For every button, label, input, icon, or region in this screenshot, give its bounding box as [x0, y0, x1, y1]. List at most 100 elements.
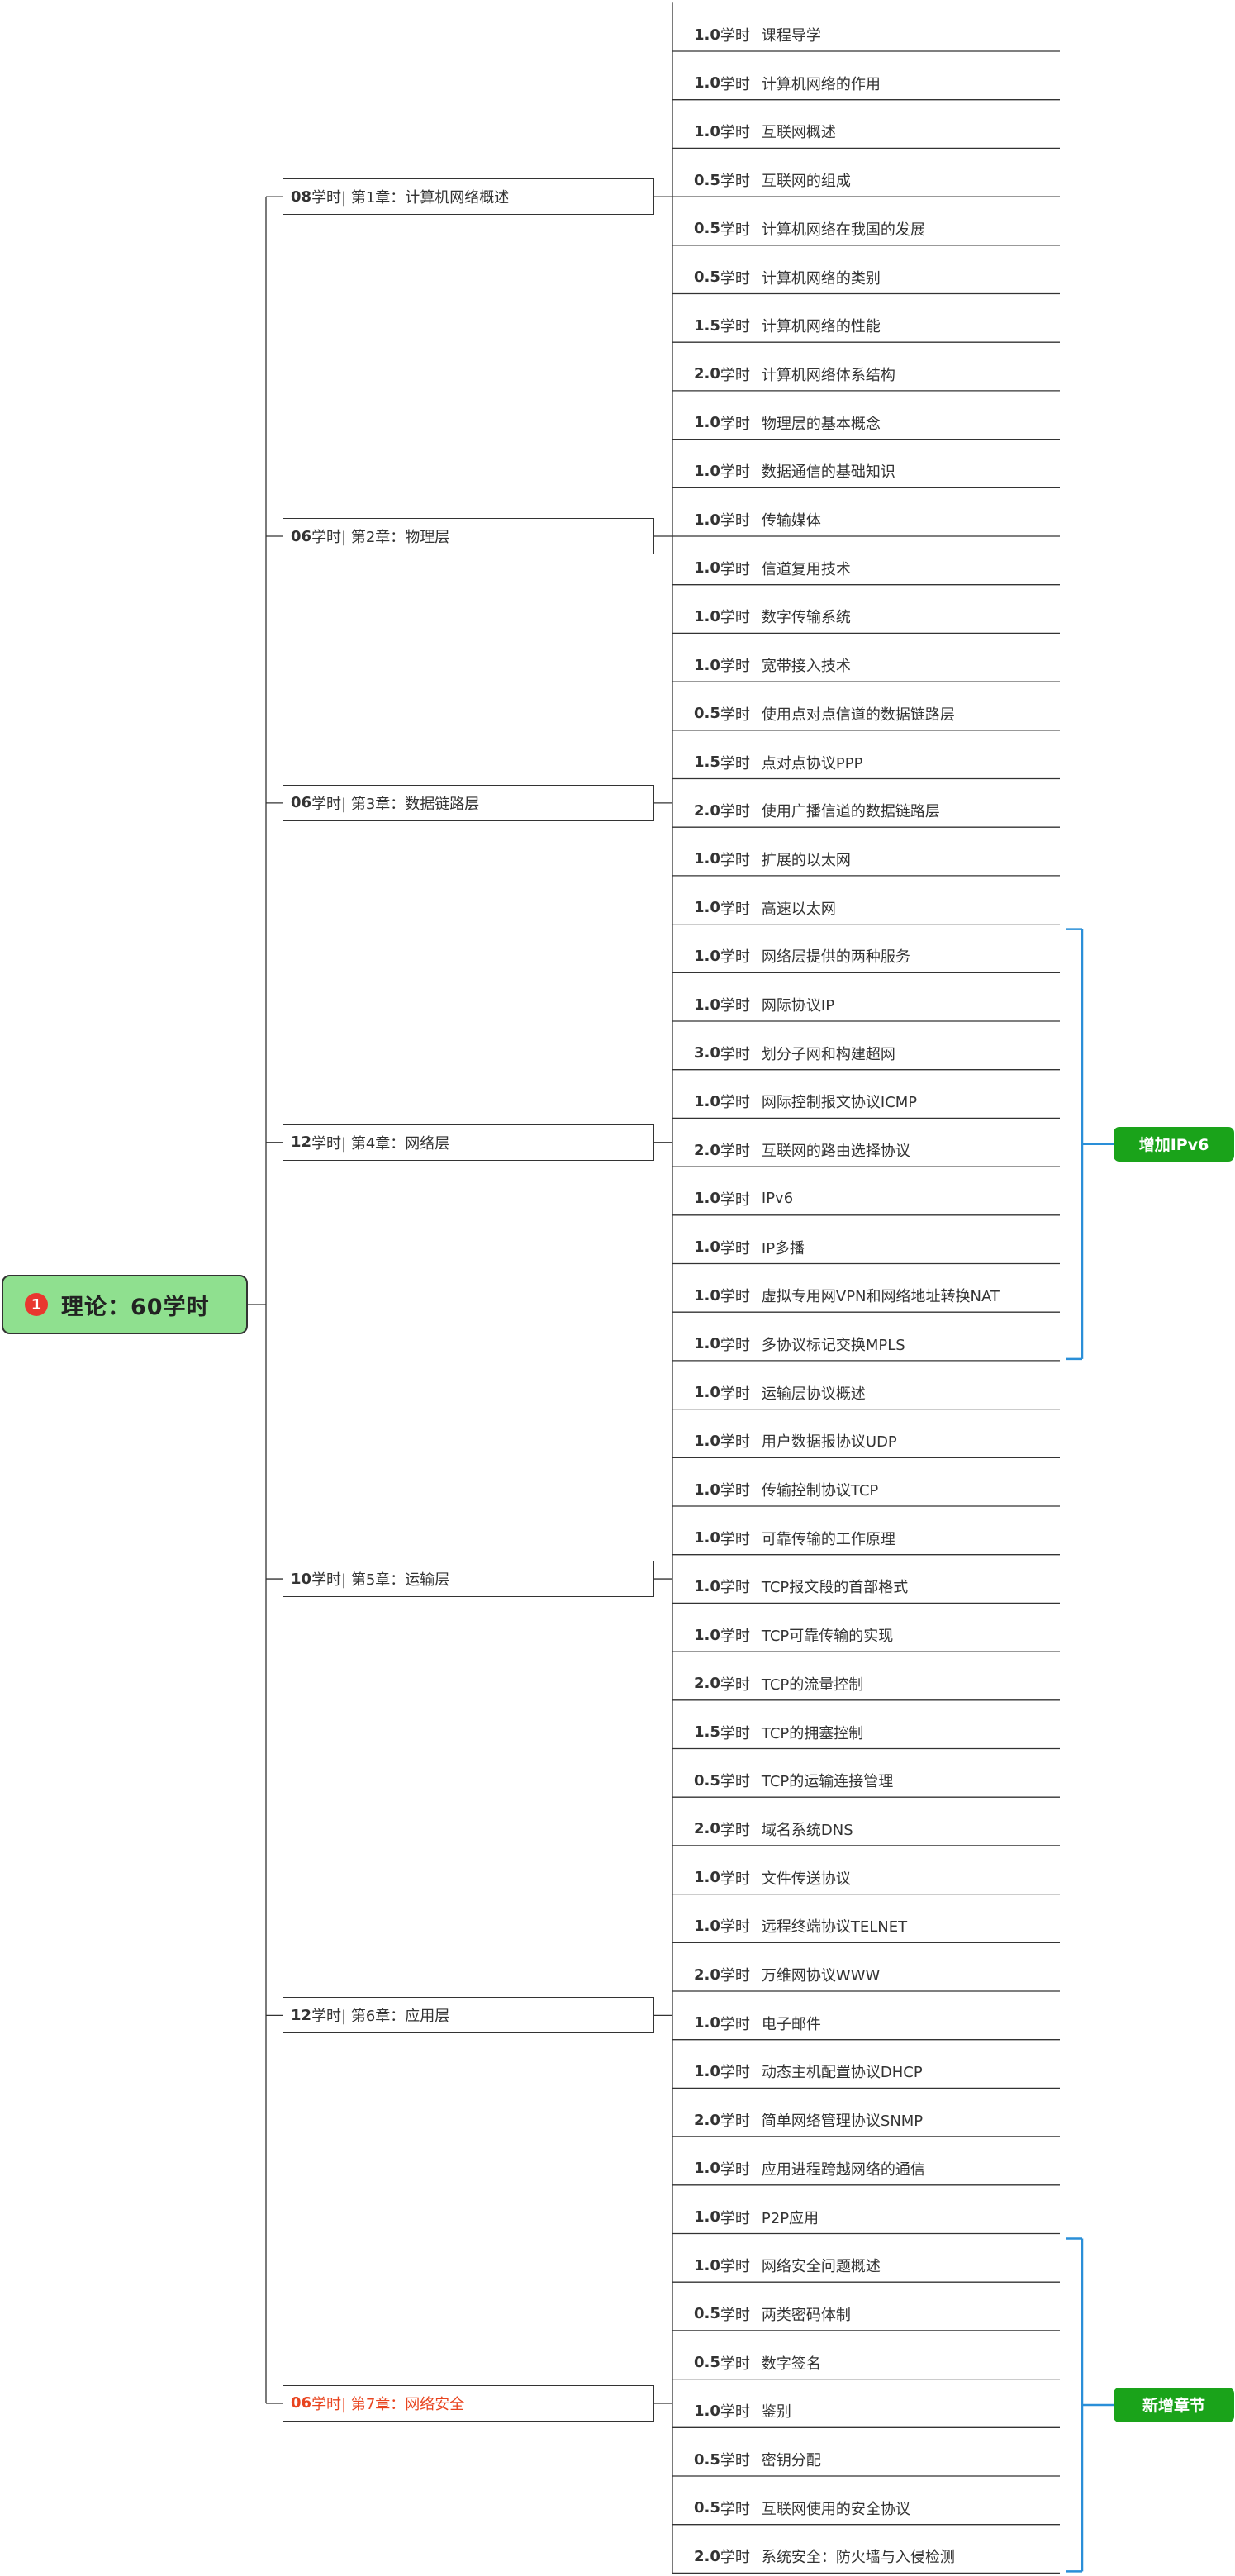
- lesson-hours: 1.0: [694, 462, 720, 480]
- root-node[interactable]: 1 理论：60学时: [2, 1275, 248, 1334]
- lesson-hours: 0.5: [694, 2499, 720, 2517]
- lesson-hours: 0.5: [694, 2354, 720, 2372]
- lesson-unit: 学时: [720, 1967, 750, 1984]
- chapter-unit: 学时: [311, 795, 342, 813]
- lesson-unit: 学时: [720, 1918, 750, 1937]
- chapter-unit: 学时: [311, 1571, 342, 1590]
- chapter-unit: 学时: [311, 2008, 342, 2026]
- lesson-unit: 学时: [720, 997, 750, 1015]
- lesson-hours: 0.5: [694, 2305, 720, 2323]
- lesson-unit: 学时: [720, 318, 750, 336]
- lesson-unit: 学时: [720, 1143, 750, 1161]
- lesson-unit: 学时: [720, 512, 750, 530]
- lesson-unit: 学时: [720, 2403, 750, 2422]
- lesson-hours: 1.0: [694, 607, 720, 625]
- lesson-unit: 学时: [720, 366, 750, 384]
- lesson-title: 网络层提供的两种服务: [761, 948, 910, 967]
- lesson-unit: 学时: [720, 2258, 750, 2276]
- chapter-hours: 12: [291, 1134, 312, 1152]
- lesson-hours: 1.0: [694, 850, 720, 868]
- lesson-title: 互联网概述: [761, 124, 836, 142]
- lesson-title: 两类密码体制: [761, 2306, 851, 2324]
- lesson-title: 计算机网络在我国的发展: [761, 221, 925, 239]
- lesson-hours: 3.0: [694, 1044, 720, 1062]
- root-label: 理论：60学时: [61, 1294, 210, 1320]
- lesson-hours: 1.0: [694, 26, 720, 44]
- lesson-title: 宽带接入技术: [761, 658, 851, 676]
- lesson-title: 数字签名: [761, 2355, 821, 2373]
- lesson-unit: 学时: [720, 2452, 750, 2469]
- lesson-unit: 学时: [720, 2064, 750, 2082]
- lesson-unit: 学时: [720, 2160, 750, 2179]
- chapter-hours: 06: [291, 2394, 312, 2412]
- lesson-hours: 1.0: [694, 2014, 720, 2032]
- lesson-unit: 学时: [720, 1433, 750, 1452]
- lesson-hours: 2.0: [694, 1675, 720, 1693]
- lesson-unit: 学时: [720, 1239, 750, 1257]
- chapter-unit: 学时: [311, 2395, 342, 2413]
- lesson-title: 传输媒体: [761, 512, 821, 530]
- lesson-hours: 2.0: [694, 1820, 720, 1838]
